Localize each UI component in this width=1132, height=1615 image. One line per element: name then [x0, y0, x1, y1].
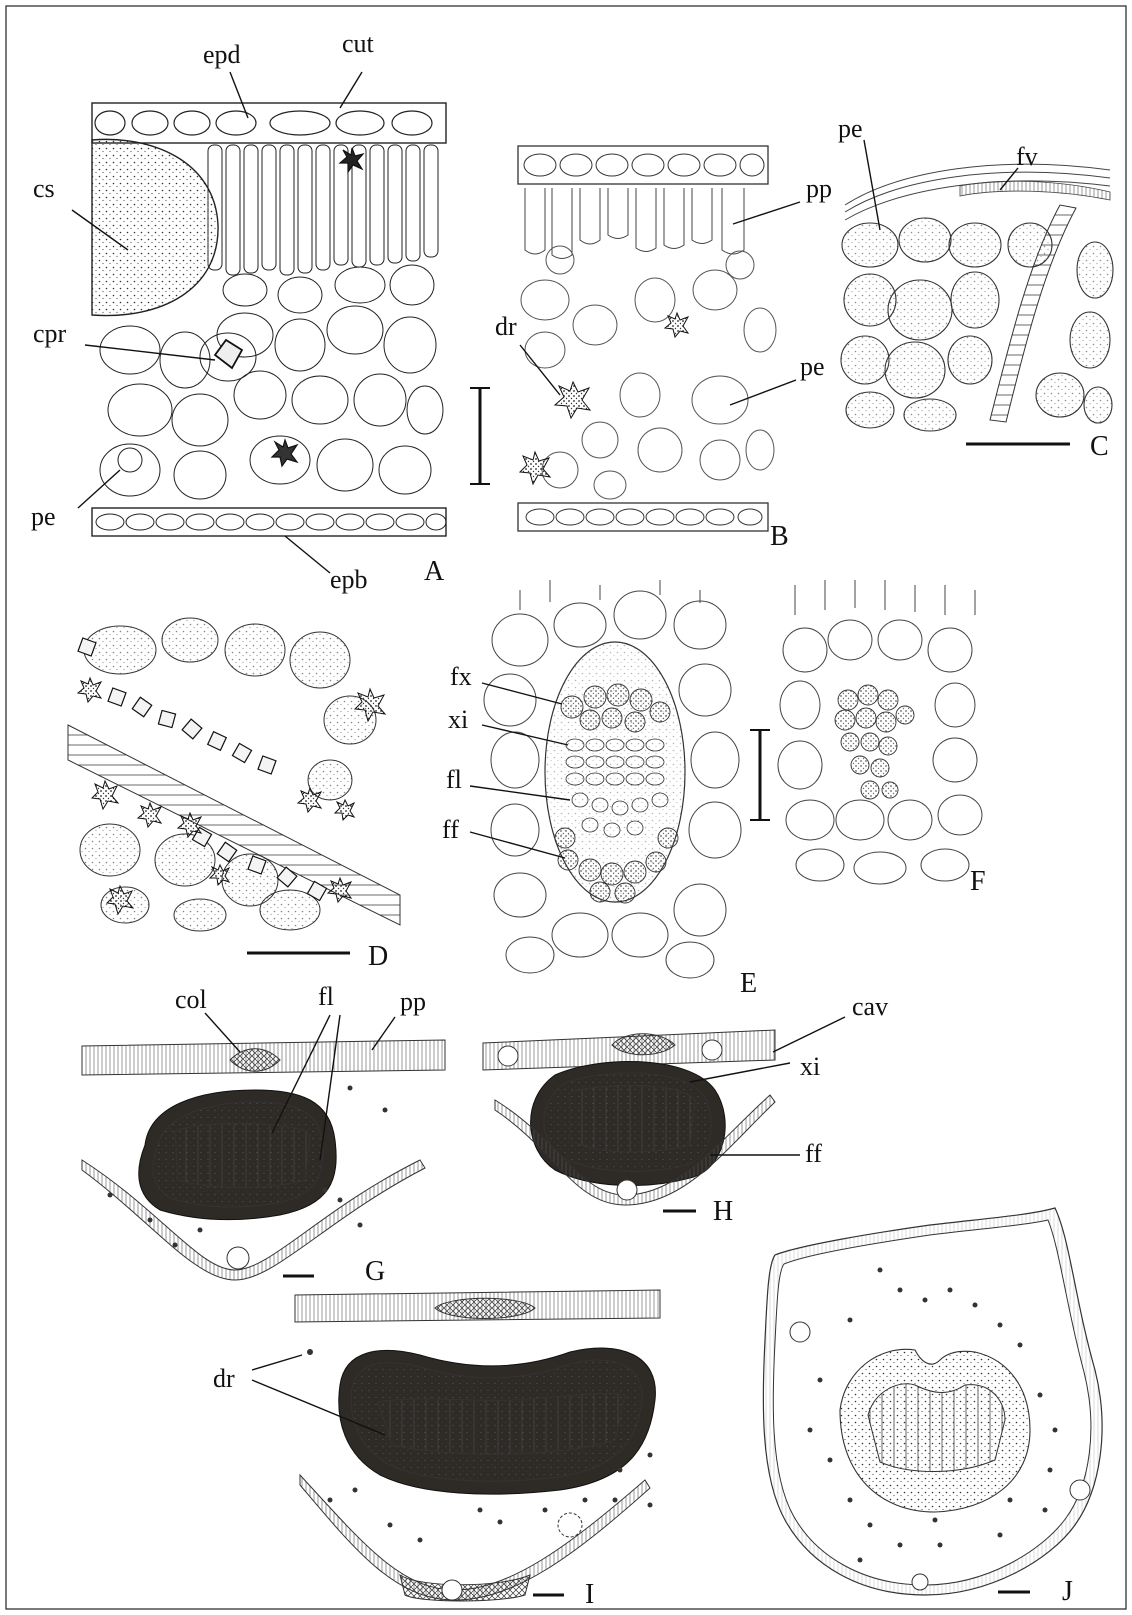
panel-g-letter: G: [365, 1256, 385, 1287]
panel-e-letter: E: [740, 968, 757, 999]
panel-g-label-pp: pp: [400, 987, 426, 1016]
panel-a-secretory-cavity: [92, 139, 218, 315]
panel-d: D: [68, 618, 400, 972]
panel-e-label-ff: ff: [442, 815, 459, 844]
panel-h-label-xi: xi: [800, 1052, 820, 1081]
panel-a-lower-epidermis-cells: [96, 514, 446, 530]
panel-a-palisade: [208, 145, 438, 275]
panel-a-letter: A: [424, 556, 445, 587]
panel-c: pe fv C: [838, 114, 1113, 462]
panel-g: col fl pp G: [82, 982, 445, 1287]
panel-f-parenchyma: [778, 580, 982, 884]
panel-b-spongy: [521, 246, 776, 499]
panel-h-label-cav: cav: [852, 992, 888, 1021]
panel-j-letter: J: [1062, 1576, 1073, 1607]
panel-h-letter: H: [713, 1196, 733, 1227]
panel-b-letter: B: [770, 521, 789, 552]
panel-b-label-pe: pe: [800, 352, 825, 381]
panel-a-label-cs: cs: [33, 174, 55, 203]
panel-c-letter: C: [1090, 431, 1109, 462]
panel-b-druse-2: [665, 313, 688, 337]
scale-bar-ab: [470, 388, 490, 484]
panel-b-druse-1: [555, 382, 590, 418]
panel-f: F: [778, 580, 986, 897]
panel-f-vascular-bundle: [835, 685, 914, 799]
panel-c-label-pe: pe: [838, 114, 863, 143]
panel-a-label-epd: epd: [203, 40, 241, 69]
panel-g-label-fl: fl: [318, 982, 334, 1011]
panel-h: cav xi ff H: [483, 992, 888, 1227]
panel-e-label-xi: xi: [448, 705, 468, 734]
panel-b: pp dr pe B: [495, 146, 832, 552]
panel-b-palisade: [525, 188, 744, 259]
panel-a-label-pe: pe: [31, 502, 56, 531]
panel-j: J: [763, 1208, 1102, 1607]
panel-h-label-ff: ff: [805, 1139, 822, 1168]
panel-i-label-dr: dr: [213, 1364, 235, 1393]
panel-i: dr I: [213, 1290, 660, 1610]
panel-d-letter: D: [368, 941, 388, 972]
panel-a-label-cut: cut: [342, 29, 375, 58]
panel-e: fx xi fl ff E: [442, 580, 770, 999]
panel-a-epidermis-cells: [95, 111, 432, 135]
panel-a-label-cpr: cpr: [33, 319, 67, 348]
panel-i-letter: I: [585, 1579, 594, 1610]
panel-b-label-dr: dr: [495, 312, 517, 341]
panel-e-label-fx: fx: [450, 662, 472, 691]
scale-bar-ef: [750, 730, 770, 820]
panel-b-druse-3: [520, 452, 550, 484]
panel-a: epd cut cs cpr pe epb A: [31, 29, 490, 594]
panel-c-parenchyma: [841, 218, 1113, 431]
panel-a-druse-lower: [272, 440, 297, 466]
panel-f-letter: F: [970, 866, 986, 897]
panel-a-label-epb: epb: [330, 565, 368, 594]
panel-c-label-fv: fv: [1016, 142, 1038, 171]
panel-b-label-pp: pp: [806, 174, 832, 203]
panel-g-label-col: col: [175, 985, 207, 1014]
panel-e-label-fl: fl: [446, 765, 462, 794]
